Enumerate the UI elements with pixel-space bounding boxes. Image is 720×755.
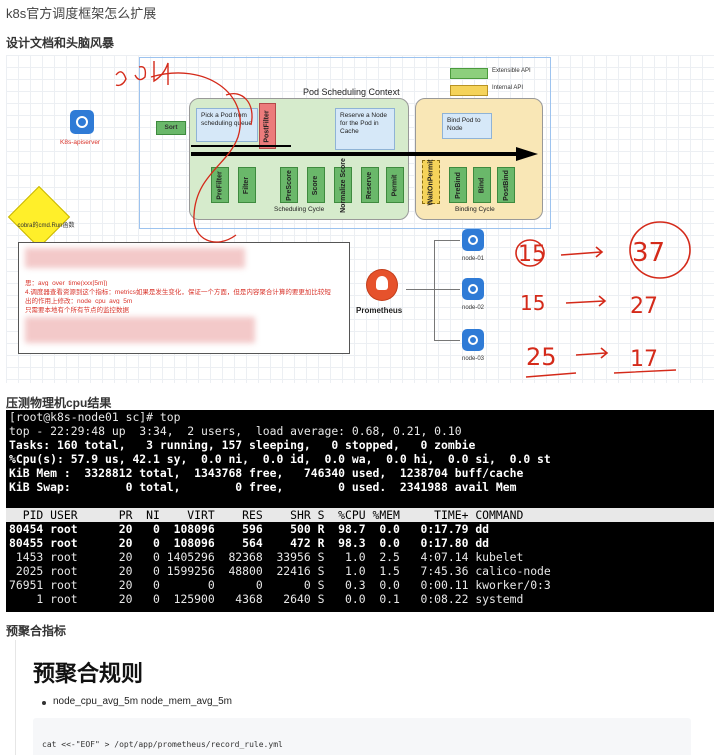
note-line: 4.调度器查看资源到这个指标：metrics如果是发生变化，保证一个方面，但是内… [25, 289, 331, 295]
sort-step: Sort [156, 121, 186, 135]
doc-bullet-text: node_cpu_avg_5m node_mem_avg_5m [53, 696, 233, 707]
legend-internal-label: Internal API [492, 85, 524, 91]
doc-code-block: cat <<-"EOF" > /opt/app/prometheus/recor… [33, 718, 691, 755]
node-label-03: node-03 [462, 356, 485, 362]
section-heading-design: 设计文档和头脑风暴 [6, 36, 115, 50]
selection-frame [139, 57, 551, 229]
prometheus-flame-icon [376, 276, 388, 290]
connector-line [434, 240, 460, 241]
cobra-label: cobra的cmd.Run函数 [17, 223, 75, 229]
terminal-summary-line: top - 22:29:48 up 3:34, 2 users, load av… [9, 424, 462, 438]
process-row: 2025 root 20 0 1599256 48800 22416 S 1.0… [9, 564, 551, 578]
callout-bind-pod: Bind Pod to Node [442, 113, 492, 139]
process-row: 76951 root 20 0 0 0 0 S 0.3 0.0 0:00.11 … [9, 578, 551, 592]
step-waitonpermit: WaitOnPermit [422, 159, 440, 205]
hand-value: 15 [520, 291, 545, 315]
note-line: 思：avg_over_time(xxx[5m]) [25, 280, 108, 286]
step-prebind: PreBind [449, 167, 467, 203]
process-row: 80455 root 20 0 108096 564 472 R 98.3 0.… [9, 536, 490, 550]
step-normalize-score: Normalize Score [334, 158, 352, 212]
hand-value: 25 [526, 343, 557, 371]
doc-bullet-dot [42, 701, 46, 705]
sort-label: Sort [164, 124, 178, 131]
section-heading-cpu: 压测物理机cpu结果 [6, 396, 112, 410]
legend-internal-swatch [450, 85, 488, 96]
process-table-header: PID USER PR NI VIRT RES SHR S %CPU %MEM … [6, 508, 714, 522]
process-row: 1 root 20 0 125900 4368 2640 S 0.0 0.1 0… [9, 592, 524, 606]
terminal-summary-line: %Cpu(s): 57.9 us, 42.1 sy, 0.0 ni, 0.0 i… [9, 452, 551, 466]
handwriting-layer: 15 37 15 27 25 17 [115, 61, 691, 378]
step-prefilter: PreFilter [211, 167, 229, 203]
legend-extensible-label: Extensible API [492, 68, 531, 74]
note-line: 出的作用上修改：node_cpu_avg_5m [25, 298, 133, 304]
connector-line [434, 240, 435, 341]
hand-value: 17 [630, 347, 658, 372]
flow-arrow-head [516, 147, 538, 161]
hand-arrow [565, 295, 607, 307]
note-lines: 思：avg_over_time(xxx[5m]) 4.调度器查看资源到这个指标：… [25, 277, 345, 313]
hand-curve [150, 72, 241, 243]
process-row: 1453 root 20 0 1405296 82368 33956 S 1.0… [9, 550, 524, 564]
step-permit: Permit [386, 167, 404, 203]
hand-pod-scribble [115, 61, 169, 87]
flow-arrow-thin [191, 145, 291, 147]
terminal-summary-line: KiB Swap: 0 total, 0 free, 0 used. 23419… [9, 480, 517, 494]
hand-value: 37 [632, 238, 665, 268]
doc-heading: 预聚合规则 [33, 661, 144, 686]
connector-line [406, 289, 434, 290]
doc-left-gutter [4, 638, 14, 698]
step-bind: Bind [473, 167, 491, 203]
callout-pick-pod: Pick a Pod from scheduling queue [196, 108, 258, 142]
node-icon-03 [462, 329, 484, 351]
terminal-summary-line: KiB Mem : 3328812 total, 1343768 free, 7… [9, 466, 524, 480]
blurred-region [25, 317, 255, 343]
flow-arrow [191, 152, 517, 156]
scheduling-framework-diagram: Extensible API Internal API Pod Scheduli… [6, 55, 714, 383]
legend-extensible-swatch [450, 68, 488, 79]
section-heading-preaggregation: 预聚合指标 [6, 624, 67, 638]
step-reserve: Reserve [361, 167, 379, 203]
page-title: k8s官方调度框架怎么扩展 [6, 6, 157, 21]
prometheus-label: Prometheus [356, 306, 403, 315]
step-postbind: PostBind [497, 167, 515, 203]
callout-reserve-node: Reserve a Node for the Pod in Cache [335, 108, 395, 150]
node-icon-02 [462, 278, 484, 300]
doc-code-line: cat <<-"EOF" > /opt/app/prometheus/recor… [42, 740, 283, 749]
hand-arrow [560, 246, 604, 258]
context-title: Pod Scheduling Context [303, 87, 400, 97]
note-box: 思：avg_over_time(xxx[5m]) 4.调度器查看资源到这个指标：… [18, 242, 350, 354]
step-filter: Filter [238, 167, 256, 203]
note-line: 只需要本地有个所有节点的监控数据 [25, 307, 129, 313]
process-row: 80454 root 20 0 108096 596 500 R 98.7 0.… [9, 522, 490, 536]
embedded-doc-screenshot: 预聚合规则 node_cpu_avg_5m node_mem_avg_5m ca… [15, 640, 706, 755]
terminal-prompt: [root@k8s-node01 sc]# top [9, 410, 181, 424]
step-score: Score [307, 167, 325, 203]
hand-value: 15 [518, 242, 546, 267]
postfilter-step: PostFilter [259, 103, 276, 149]
node-label-02: node-02 [462, 305, 485, 311]
terminal-summary-line: Tasks: 160 total, 3 running, 157 sleepin… [9, 438, 476, 452]
terminal-output: [root@k8s-node01 sc]# top top - 22:29:48… [6, 410, 714, 612]
node-label-01: node-01 [462, 256, 485, 262]
kubernetes-icon [70, 110, 94, 134]
apiserver-label: K8s-apiserver [60, 139, 101, 146]
hand-arrow [575, 347, 609, 359]
hand-circle [515, 239, 545, 267]
step-prescore: PreScore [280, 167, 298, 203]
hand-circle [629, 221, 691, 279]
node-icon-01 [462, 229, 484, 251]
connector-line [434, 340, 460, 341]
connector-line [434, 289, 460, 290]
hand-underline [525, 369, 677, 378]
scheduling-cycle-label: Scheduling Cycle [274, 206, 325, 213]
hand-curve [225, 93, 253, 126]
terminal-blank-line [6, 494, 714, 508]
legend: Extensible API Internal API [450, 65, 550, 99]
binding-cycle-label: Binding Cycle [455, 206, 495, 213]
hand-value: 27 [630, 294, 658, 319]
blurred-region [25, 248, 245, 268]
